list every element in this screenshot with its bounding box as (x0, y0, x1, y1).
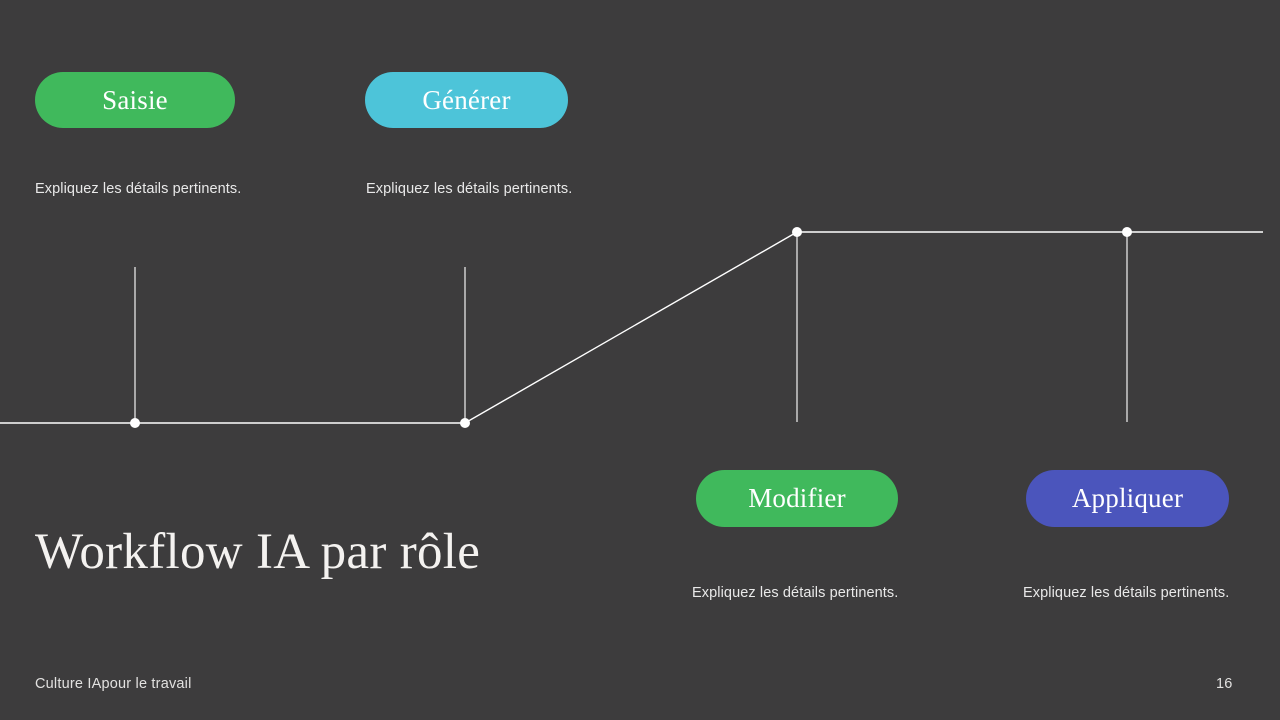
footer-page-number: 16 (1216, 676, 1233, 692)
step-pill-appliquer[interactable]: Appliquer (1026, 470, 1229, 527)
footer-label: Culture IApour le travail (35, 676, 192, 692)
node-appliquer[interactable] (1122, 227, 1132, 237)
step-pill-generer[interactable]: Générer (365, 72, 568, 128)
node-generer[interactable] (460, 418, 470, 428)
step-caption-saisie: Expliquez les détails pertinents. (35, 181, 242, 197)
step-caption-modifier: Expliquez les détails pertinents. (692, 585, 899, 601)
step-caption-appliquer: Expliquez les détails pertinents. (1023, 585, 1230, 601)
step-pill-saisie[interactable]: Saisie (35, 72, 235, 128)
step-caption-generer: Expliquez les détails pertinents. (366, 181, 573, 197)
step-pill-label-saisie: Saisie (102, 84, 168, 115)
page-title: Workflow IA par rôle (35, 524, 481, 580)
step-pill-label-appliquer: Appliquer (1071, 483, 1184, 513)
timeline-diagonal-connector (464, 231, 798, 424)
node-saisie[interactable] (130, 418, 140, 428)
step-pill-modifier[interactable]: Modifier (696, 470, 898, 527)
step-pill-label-modifier: Modifier (748, 483, 846, 513)
node-modifier[interactable] (792, 227, 802, 237)
step-pill-label-generer: Générer (422, 84, 511, 115)
